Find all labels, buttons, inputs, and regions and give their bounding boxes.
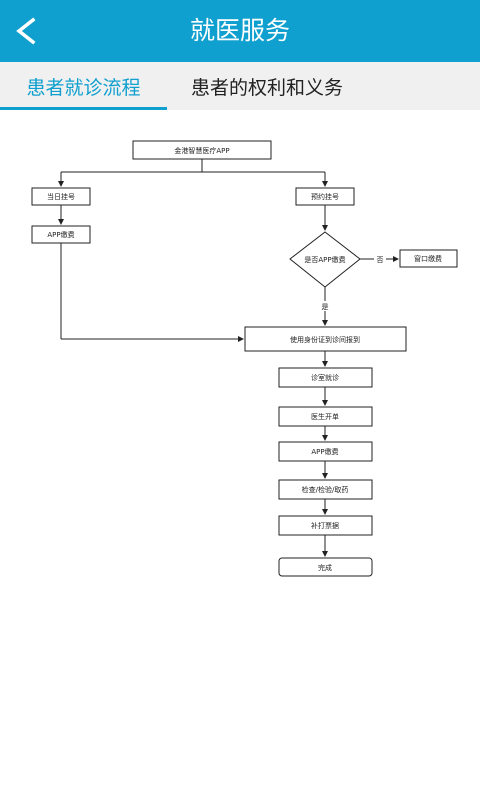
- branch-no-label: 否: [377, 256, 384, 264]
- tab-visit-process[interactable]: 患者就诊流程: [26, 77, 141, 99]
- node-same-day: 当日挂号: [31, 187, 91, 206]
- node-invoice-label: 补打票据: [311, 521, 339, 530]
- tab-bar: 患者就诊流程 患者的权利和义务: [0, 62, 480, 110]
- chevron-left-icon: [16, 17, 36, 45]
- back-button[interactable]: [6, 8, 46, 54]
- node-invoice: 补打票据: [278, 515, 373, 536]
- node-app-pay-left-label: APP缴费: [47, 230, 74, 239]
- node-decision-label: 是否APP缴费: [304, 255, 345, 264]
- node-exam: 检查/检验/取药: [278, 479, 373, 500]
- node-appointment-label: 预约挂号: [311, 192, 339, 201]
- node-exam-label: 检查/检验/取药: [302, 485, 349, 494]
- node-app-pay-label: APP缴费: [311, 447, 338, 456]
- branch-yes-label: 是: [322, 303, 329, 311]
- node-done-label: 完成: [318, 563, 332, 572]
- node-doctor-label: 医生开单: [311, 412, 339, 421]
- tab-patient-rights[interactable]: 患者的权利和义务: [190, 77, 343, 99]
- node-doctor: 医生开单: [278, 406, 373, 427]
- node-app-pay: APP缴费: [278, 441, 373, 462]
- node-start-label: 金港智慧医疗APP: [174, 146, 229, 155]
- app-header: 就医服务: [0, 0, 480, 62]
- node-window-pay-label: 窗口缴费: [414, 254, 442, 263]
- flow-connectors: [58, 159, 399, 557]
- visit-flowchart: 金港智慧医疗APP 当日挂号 预约挂号 APP缴费 是否APP缴费 否 窗口缴费…: [31, 140, 458, 577]
- node-done: 完成: [278, 557, 373, 577]
- node-window-pay: 窗口缴费: [399, 249, 458, 268]
- node-visit-label: 诊室就诊: [311, 373, 339, 382]
- node-visit: 诊室就诊: [278, 367, 373, 388]
- node-checkin: 使用身份证到诊间报到: [244, 326, 407, 352]
- node-checkin-label: 使用身份证到诊间报到: [290, 335, 360, 344]
- node-same-day-label: 当日挂号: [47, 192, 75, 201]
- page-title: 就医服务: [189, 16, 290, 45]
- node-decision: 是否APP缴费: [289, 231, 361, 288]
- node-app-pay-left: APP缴费: [31, 225, 91, 244]
- active-tab-indicator: [0, 107, 167, 110]
- node-start: 金港智慧医疗APP: [132, 140, 272, 160]
- node-appointment: 预约挂号: [295, 187, 355, 206]
